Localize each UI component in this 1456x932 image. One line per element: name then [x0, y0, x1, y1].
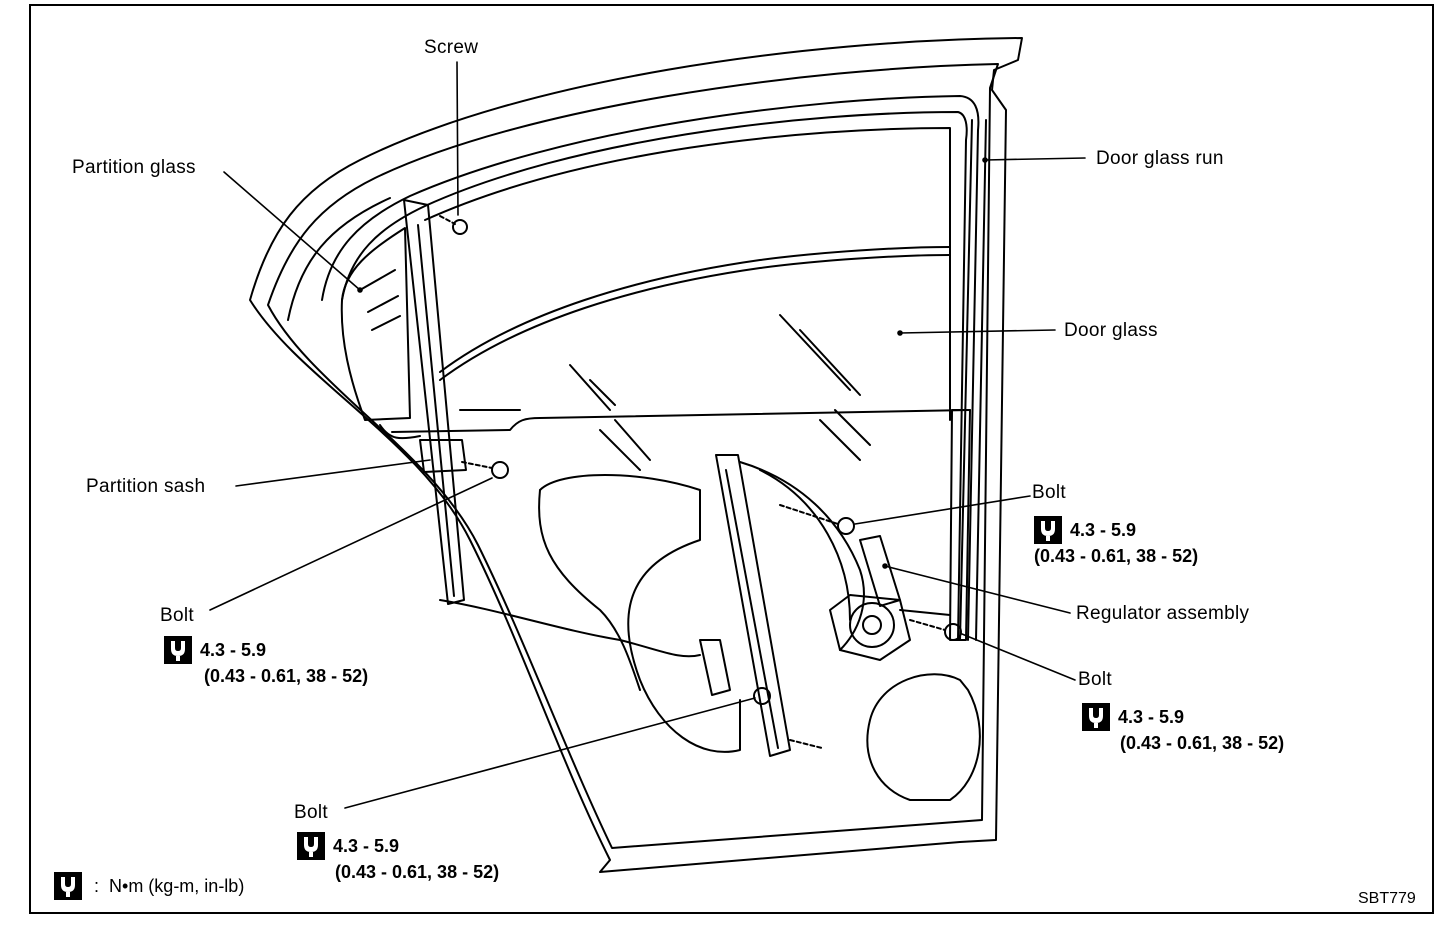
- window-frame-outer: [321, 95, 980, 641]
- legend-separator: :: [94, 875, 100, 896]
- torque-wrench-icon: [1082, 703, 1110, 731]
- torque-range: 4.3 - 5.9: [1070, 520, 1137, 540]
- label-partition-sash: Partition sash: [86, 476, 206, 497]
- torque-wrench-icon: [297, 832, 325, 860]
- label-screw: Screw: [424, 37, 479, 58]
- bolt-fastener-lower: [753, 687, 823, 749]
- partition-glass-outline: [340, 227, 411, 421]
- torque-conversion: (0.43 - 0.61, 38 - 52): [204, 666, 369, 686]
- torque-conversion: (0.43 - 0.61, 38 - 52): [1120, 733, 1285, 753]
- torque-range: 4.3 - 5.9: [333, 836, 400, 856]
- torque-wrench-icon: [164, 636, 192, 664]
- partition-sash: [403, 199, 465, 605]
- door-glass-run: [959, 119, 987, 641]
- label-bolt-lower: Bolt: [294, 802, 328, 823]
- label-bolt-right: Bolt: [1078, 669, 1112, 690]
- bolt-fastener-upper: [779, 504, 855, 535]
- door-inner-panel: [267, 63, 999, 849]
- torque-wrench-icon: [54, 872, 82, 900]
- label-bolt-sash: Bolt: [160, 605, 194, 626]
- label-regulator-assembly: Regulator assembly: [1076, 603, 1250, 624]
- torque-spec-sash: 4.3 - 5.9 (0.43 - 0.61, 38 - 52): [164, 636, 368, 688]
- torque-range: 4.3 - 5.9: [200, 640, 267, 660]
- label-door-glass-run: Door glass run: [1096, 148, 1224, 169]
- bolt-fastener-sash: [461, 461, 509, 479]
- diagram-frame: [29, 4, 1434, 914]
- window-frame-inner: [341, 111, 968, 641]
- torque-legend: : N•m (kg-m, in-lb): [54, 872, 244, 900]
- regulator-motor: [859, 535, 901, 607]
- torque-spec-right: 4.3 - 5.9 (0.43 - 0.61, 38 - 52): [1082, 703, 1284, 755]
- torque-spec-lower: 4.3 - 5.9 (0.43 - 0.61, 38 - 52): [297, 832, 499, 884]
- inner-access-hole: [539, 474, 741, 753]
- leader-lines: [209, 61, 1086, 809]
- legend-units: N•m (kg-m, in-lb): [109, 875, 245, 896]
- regulator-rail: [715, 454, 791, 757]
- torque-conversion: (0.43 - 0.61, 38 - 52): [1034, 546, 1199, 566]
- door-outer-panel: [249, 37, 1023, 873]
- label-bolt-upper: Bolt: [1032, 482, 1066, 503]
- bolt-fastener-right: [909, 619, 962, 641]
- figure-code: SBT779: [1358, 890, 1416, 907]
- door-glass-outline: [439, 254, 951, 381]
- torque-spec-upper: 4.3 - 5.9 (0.43 - 0.61, 38 - 52): [1034, 516, 1198, 568]
- torque-wrench-icon: [1034, 516, 1062, 544]
- torque-conversion: (0.43 - 0.61, 38 - 52): [335, 862, 500, 882]
- label-door-glass: Door glass: [1064, 320, 1158, 341]
- label-partition-glass: Partition glass: [72, 157, 196, 178]
- regulator-gear: [849, 602, 895, 648]
- screw-fastener: [439, 215, 468, 235]
- speaker-opening: [866, 673, 981, 801]
- torque-range: 4.3 - 5.9: [1118, 707, 1185, 727]
